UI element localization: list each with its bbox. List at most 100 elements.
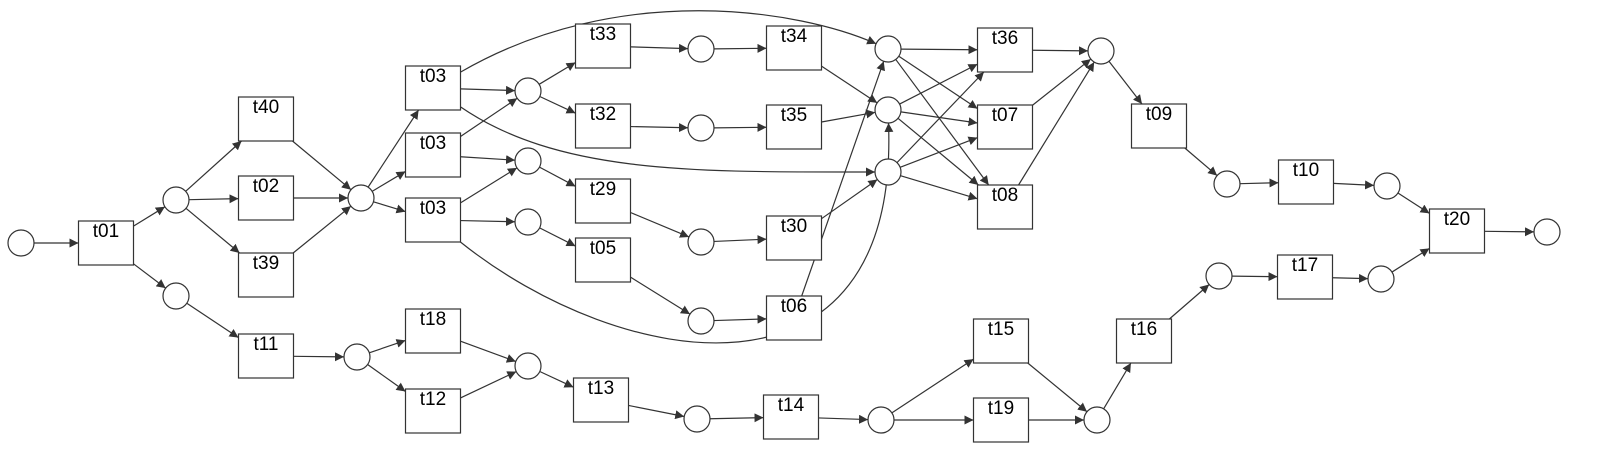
transition-label: t30 (781, 216, 807, 237)
place-p17 (1087, 37, 1115, 65)
transition-label: t05 (590, 238, 616, 259)
arc-t11-p4 (293, 352, 345, 362)
arc-t05-p12 (630, 276, 691, 315)
transition-box (237, 96, 295, 142)
arc-t33-p9 (630, 43, 689, 53)
place-p2 (162, 282, 190, 310)
arc-p1-t39 (185, 207, 240, 254)
arc-p1-t02 (188, 194, 239, 204)
transition-box (765, 104, 823, 150)
transition-label: t03 (420, 133, 446, 154)
transition-label: t35 (781, 105, 807, 126)
arc-p4-t18 (369, 339, 406, 354)
transition-label: t19 (988, 398, 1014, 419)
transition-box (404, 388, 462, 434)
place-p8 (514, 352, 542, 380)
transition-box (404, 197, 462, 243)
arc-t18-p8 (460, 340, 517, 363)
transition-label: t39 (253, 253, 279, 274)
transition-label: t36 (992, 28, 1018, 49)
arc-p17-t09 (1108, 60, 1143, 105)
place-p9 (687, 35, 715, 63)
transition-t08: t08 (976, 184, 1034, 230)
arc-p3-t03b (371, 170, 406, 192)
transition-box (404, 65, 462, 111)
arc-p21-t16 (1103, 362, 1132, 410)
transition-label: t02 (253, 176, 279, 197)
arc-p18-t10 (1239, 178, 1279, 188)
transition-label: t17 (1292, 255, 1318, 276)
transition-label: t08 (992, 185, 1018, 206)
place-p3 (347, 184, 375, 212)
place-p22 (1205, 262, 1233, 290)
arc-t30-p14 (821, 178, 878, 220)
transition-label: t20 (1444, 209, 1470, 230)
transition-t16: t16 (1115, 318, 1173, 364)
place-p21 (1083, 406, 1111, 434)
transition-label: t34 (781, 26, 808, 47)
arc-t01-p2 (133, 263, 166, 289)
arc-p16-t08 (895, 59, 990, 186)
transition-t18: t18 (404, 308, 462, 354)
place-p14 (874, 158, 902, 186)
transition-label: t32 (590, 104, 616, 125)
arc-p12-t06 (713, 314, 767, 324)
transition-box (976, 104, 1034, 150)
transition-label: t16 (1131, 319, 1157, 340)
transition-box (1130, 103, 1188, 149)
arc-t01-p1 (133, 206, 166, 227)
transition-t13: t13 (572, 377, 630, 423)
place-p4 (343, 343, 371, 371)
transition-box (574, 178, 632, 224)
arc-p19-t20 (1397, 192, 1430, 214)
arc-p23-t20 (1391, 247, 1430, 273)
arc-t03a-p16 (460, 10, 877, 73)
arc-t32-p10 (630, 123, 689, 133)
arc-t12-p8 (460, 371, 517, 399)
arc-t16-p22 (1168, 284, 1210, 320)
arc-p22-t17 (1231, 272, 1278, 282)
place-p16 (874, 35, 902, 63)
arc-t03b-p6 (460, 155, 516, 165)
transition-t09: t09 (1130, 103, 1188, 149)
transition-box (237, 175, 295, 221)
arc-t35-p15 (821, 109, 876, 123)
arc-p3-t03a (367, 109, 420, 188)
transition-t20: t20 (1428, 208, 1486, 254)
arc-p4-t12 (367, 364, 406, 392)
transition-box (404, 132, 462, 178)
transition-box (1115, 318, 1173, 364)
arc-p14-t08 (900, 175, 978, 201)
arc-p8-t13 (539, 370, 574, 388)
transition-label: t06 (781, 296, 807, 317)
transition-box (404, 308, 462, 354)
transition-box (1276, 254, 1334, 300)
transition-label: t14 (778, 395, 805, 416)
start-place (7, 229, 35, 257)
transition-t05: t05 (574, 237, 632, 283)
arc-t36-p17 (1032, 46, 1089, 56)
arc-t13-p13 (628, 404, 685, 420)
transition-t39: t39 (237, 252, 295, 298)
transition-t11: t11 (237, 333, 295, 379)
place-p12 (687, 307, 715, 335)
arc-t39-p3 (292, 205, 352, 254)
arc-t40-p3 (292, 140, 352, 191)
transition-box (762, 394, 820, 440)
transition-label: t29 (590, 179, 616, 200)
transition-box (976, 27, 1034, 73)
transition-t40: t40 (237, 96, 295, 142)
place-p10 (687, 114, 715, 142)
place-p11 (687, 228, 715, 256)
transition-box (574, 237, 632, 283)
transition-t07: t07 (976, 104, 1034, 150)
arc-t20-end (1484, 227, 1535, 237)
arc-t03c-p15 (460, 122, 894, 344)
place-p15 (874, 96, 902, 124)
transition-t15: t15 (972, 318, 1030, 364)
transition-box (976, 184, 1034, 230)
arc-t03c-p6 (460, 167, 518, 204)
arc-p11-t30 (713, 235, 767, 245)
arc-t03a-p14 (460, 106, 876, 177)
